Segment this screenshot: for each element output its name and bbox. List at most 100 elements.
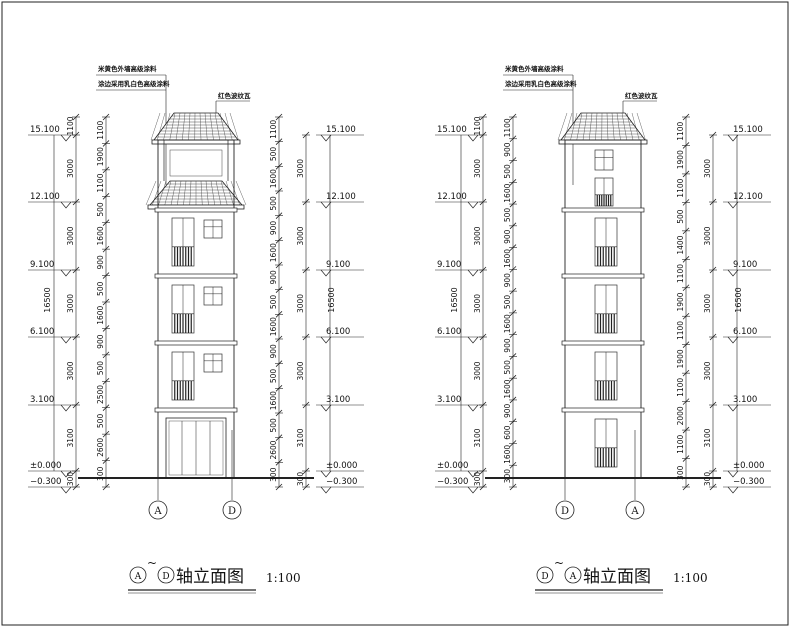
right-detail-dims-slash bbox=[275, 138, 283, 145]
upper-roof-tile-col bbox=[564, 112, 573, 141]
upper-roof-tile-col bbox=[595, 112, 598, 141]
upper-roof-tile-col bbox=[224, 112, 233, 141]
right-storey-dims-slash bbox=[302, 131, 310, 139]
upper-roof-tile-col bbox=[157, 112, 166, 141]
left-storey-dims-label: 300 bbox=[66, 472, 75, 487]
left-detail-dims-slash bbox=[509, 309, 517, 317]
left-detail-dims-label: 2500 bbox=[96, 385, 105, 404]
upper-roof-tile-col bbox=[621, 112, 627, 141]
right-detail-dims-slash bbox=[275, 360, 283, 367]
left-detail-dims-slash bbox=[102, 351, 110, 359]
right-detail-dims-label: 1100 bbox=[676, 378, 685, 397]
right-storey-dims-slash bbox=[709, 266, 717, 274]
right-storey-dims-label: 3000 bbox=[296, 226, 305, 245]
right-storey-dims-slash bbox=[302, 401, 310, 409]
left-storey-dims-label: 3100 bbox=[473, 428, 482, 447]
left-storey-dims-label: 3000 bbox=[66, 294, 75, 313]
right-detail-dims-label: 300 bbox=[676, 465, 685, 480]
right-detail-dims-label: 500 bbox=[269, 295, 278, 310]
left-detail-dims-slash bbox=[509, 418, 517, 425]
left-detail-dims-label: 1600 bbox=[96, 305, 105, 324]
right-detail-dims-label: 1100 bbox=[676, 121, 685, 140]
right-storey-dims-slash bbox=[709, 198, 717, 206]
upper-roof-tile-col bbox=[199, 112, 202, 141]
level-triangle bbox=[320, 269, 332, 277]
right-detail-dims-label: 1900 bbox=[676, 349, 685, 368]
upper-roof-tile-col bbox=[188, 112, 191, 141]
axis-bubble-D bbox=[555, 500, 575, 520]
level-triangle bbox=[60, 201, 72, 209]
level-triangle bbox=[320, 134, 332, 142]
right-detail-dims-slash bbox=[275, 187, 283, 195]
title-to-axis: D bbox=[162, 572, 169, 582]
left-detail-dims-label: 1600 bbox=[503, 249, 512, 268]
level-triangle bbox=[60, 404, 72, 412]
left-detail-dims-label: 1900 bbox=[96, 147, 105, 166]
right-storey-dims-label: 3100 bbox=[703, 428, 712, 447]
right-storey-dims-slash bbox=[709, 401, 717, 409]
left-detail-dims-label: 500 bbox=[503, 360, 512, 375]
right-detail-dims-label: 1900 bbox=[676, 150, 685, 169]
left-storey-dims-slash bbox=[479, 131, 487, 139]
left-detail-dims-slash bbox=[102, 378, 110, 385]
left-detail-dims-slash bbox=[509, 222, 517, 230]
upper-roof-tile-col bbox=[163, 112, 171, 141]
left-detail-dims-label: 600 bbox=[503, 425, 512, 440]
left-storey-dims-label: 3000 bbox=[66, 226, 75, 245]
left-detail-dims-slash bbox=[509, 331, 517, 338]
left-detail-dims-label: 500 bbox=[96, 202, 105, 217]
upper-roof-tile-col bbox=[229, 112, 239, 141]
right-detail-dims-slash bbox=[682, 227, 690, 235]
left-storey-dims-slash bbox=[72, 333, 80, 341]
lower-roof-tile-col bbox=[215, 180, 222, 206]
right-storey-dims-label: 3100 bbox=[296, 428, 305, 447]
level-triangle bbox=[467, 336, 479, 344]
level-label-4: 3.100 bbox=[437, 395, 461, 405]
level-label-0: 15.100 bbox=[326, 125, 356, 135]
lower-roof-tile-col bbox=[189, 180, 192, 206]
right-detail-dims-slash bbox=[682, 455, 690, 462]
right-detail-dims-slash bbox=[275, 409, 283, 417]
upper-roof-tile-col bbox=[214, 112, 220, 141]
level-label-4: 3.100 bbox=[30, 395, 54, 405]
left-detail-dims-label: 2600 bbox=[96, 438, 105, 457]
level-label-5: ±0.000 bbox=[733, 461, 764, 471]
note-trim-paint: 涂边采用乳白色高级涂料 bbox=[505, 79, 577, 88]
right-detail-dims-slash bbox=[275, 286, 283, 293]
right-detail-dims-label: 1600 bbox=[269, 169, 278, 188]
right-storey-dims-slash bbox=[709, 467, 717, 475]
left-detail-dims-slash bbox=[509, 200, 517, 208]
right-detail-dims-label: 500 bbox=[269, 196, 278, 211]
left-storey-dims-slash bbox=[72, 483, 80, 491]
right-detail-dims-slash bbox=[275, 237, 283, 244]
left-detail-dims-slash bbox=[102, 193, 110, 200]
note-wall-paint: 米黄色外墙高级涂料 bbox=[98, 64, 157, 73]
left-storey-dims-label: 1100 bbox=[66, 116, 75, 135]
left-storey-dims-slash bbox=[72, 113, 80, 121]
left-detail-dims-slash bbox=[509, 440, 517, 447]
right-detail-dims-slash bbox=[682, 142, 690, 149]
level-label-2: 9.100 bbox=[30, 260, 54, 270]
left-storey-dims-label: 3000 bbox=[473, 361, 482, 380]
right-detail-dims-label: 1100 bbox=[676, 435, 685, 454]
top-opening bbox=[169, 149, 223, 177]
lower-roof-tile-col bbox=[145, 180, 157, 206]
level-triangle bbox=[467, 134, 479, 142]
level-triangle bbox=[467, 201, 479, 209]
left-storey-dims-label: 3000 bbox=[473, 159, 482, 178]
axis-label-D: D bbox=[228, 506, 236, 517]
left-detail-dims-label: 500 bbox=[96, 414, 105, 429]
left-storey-dims-slash bbox=[479, 266, 487, 274]
title-from-axis: A bbox=[134, 572, 142, 582]
right-detail-dims-slash bbox=[682, 341, 690, 348]
right-detail-dims-label: 1600 bbox=[269, 391, 278, 410]
right-storey-dims-label: 3000 bbox=[296, 294, 305, 313]
title-scale: 1:100 bbox=[673, 571, 708, 585]
level-triangle bbox=[60, 336, 72, 344]
right-storey-dims-slash bbox=[302, 467, 310, 475]
lower-roof-tile-col bbox=[170, 180, 177, 206]
axis-bubble-D bbox=[222, 500, 242, 520]
shop-front bbox=[165, 417, 227, 479]
